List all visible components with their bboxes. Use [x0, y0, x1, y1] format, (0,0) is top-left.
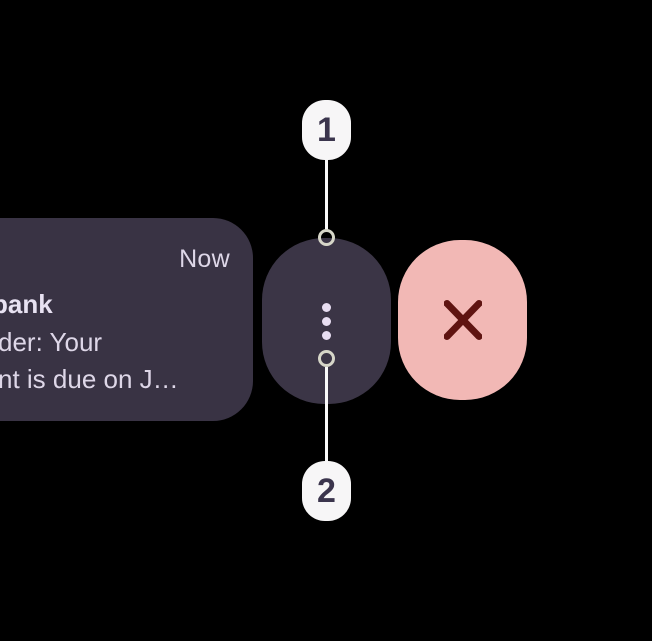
dismiss-button[interactable] — [398, 240, 527, 400]
callout-2-anchor-ring — [318, 350, 335, 367]
close-x-icon — [443, 300, 482, 340]
step-1-badge: 1 — [302, 100, 351, 160]
notification-card[interactable]: Now bank der: Your nt is due on J… — [0, 218, 253, 421]
callout-1-line — [325, 158, 328, 230]
callout-1-anchor-ring — [318, 229, 335, 246]
notification-body-line1: der: Your — [0, 327, 103, 357]
notification-title: bank — [0, 289, 53, 319]
vertical-ellipsis-icon — [322, 302, 331, 340]
step-1-label: 1 — [317, 110, 336, 149]
notification-timestamp: Now — [179, 245, 230, 273]
notification-body-line2: nt is due on J… — [0, 364, 179, 394]
callout-2-line — [325, 367, 328, 462]
step-2-badge: 2 — [302, 461, 351, 521]
step-2-label: 2 — [317, 471, 336, 510]
